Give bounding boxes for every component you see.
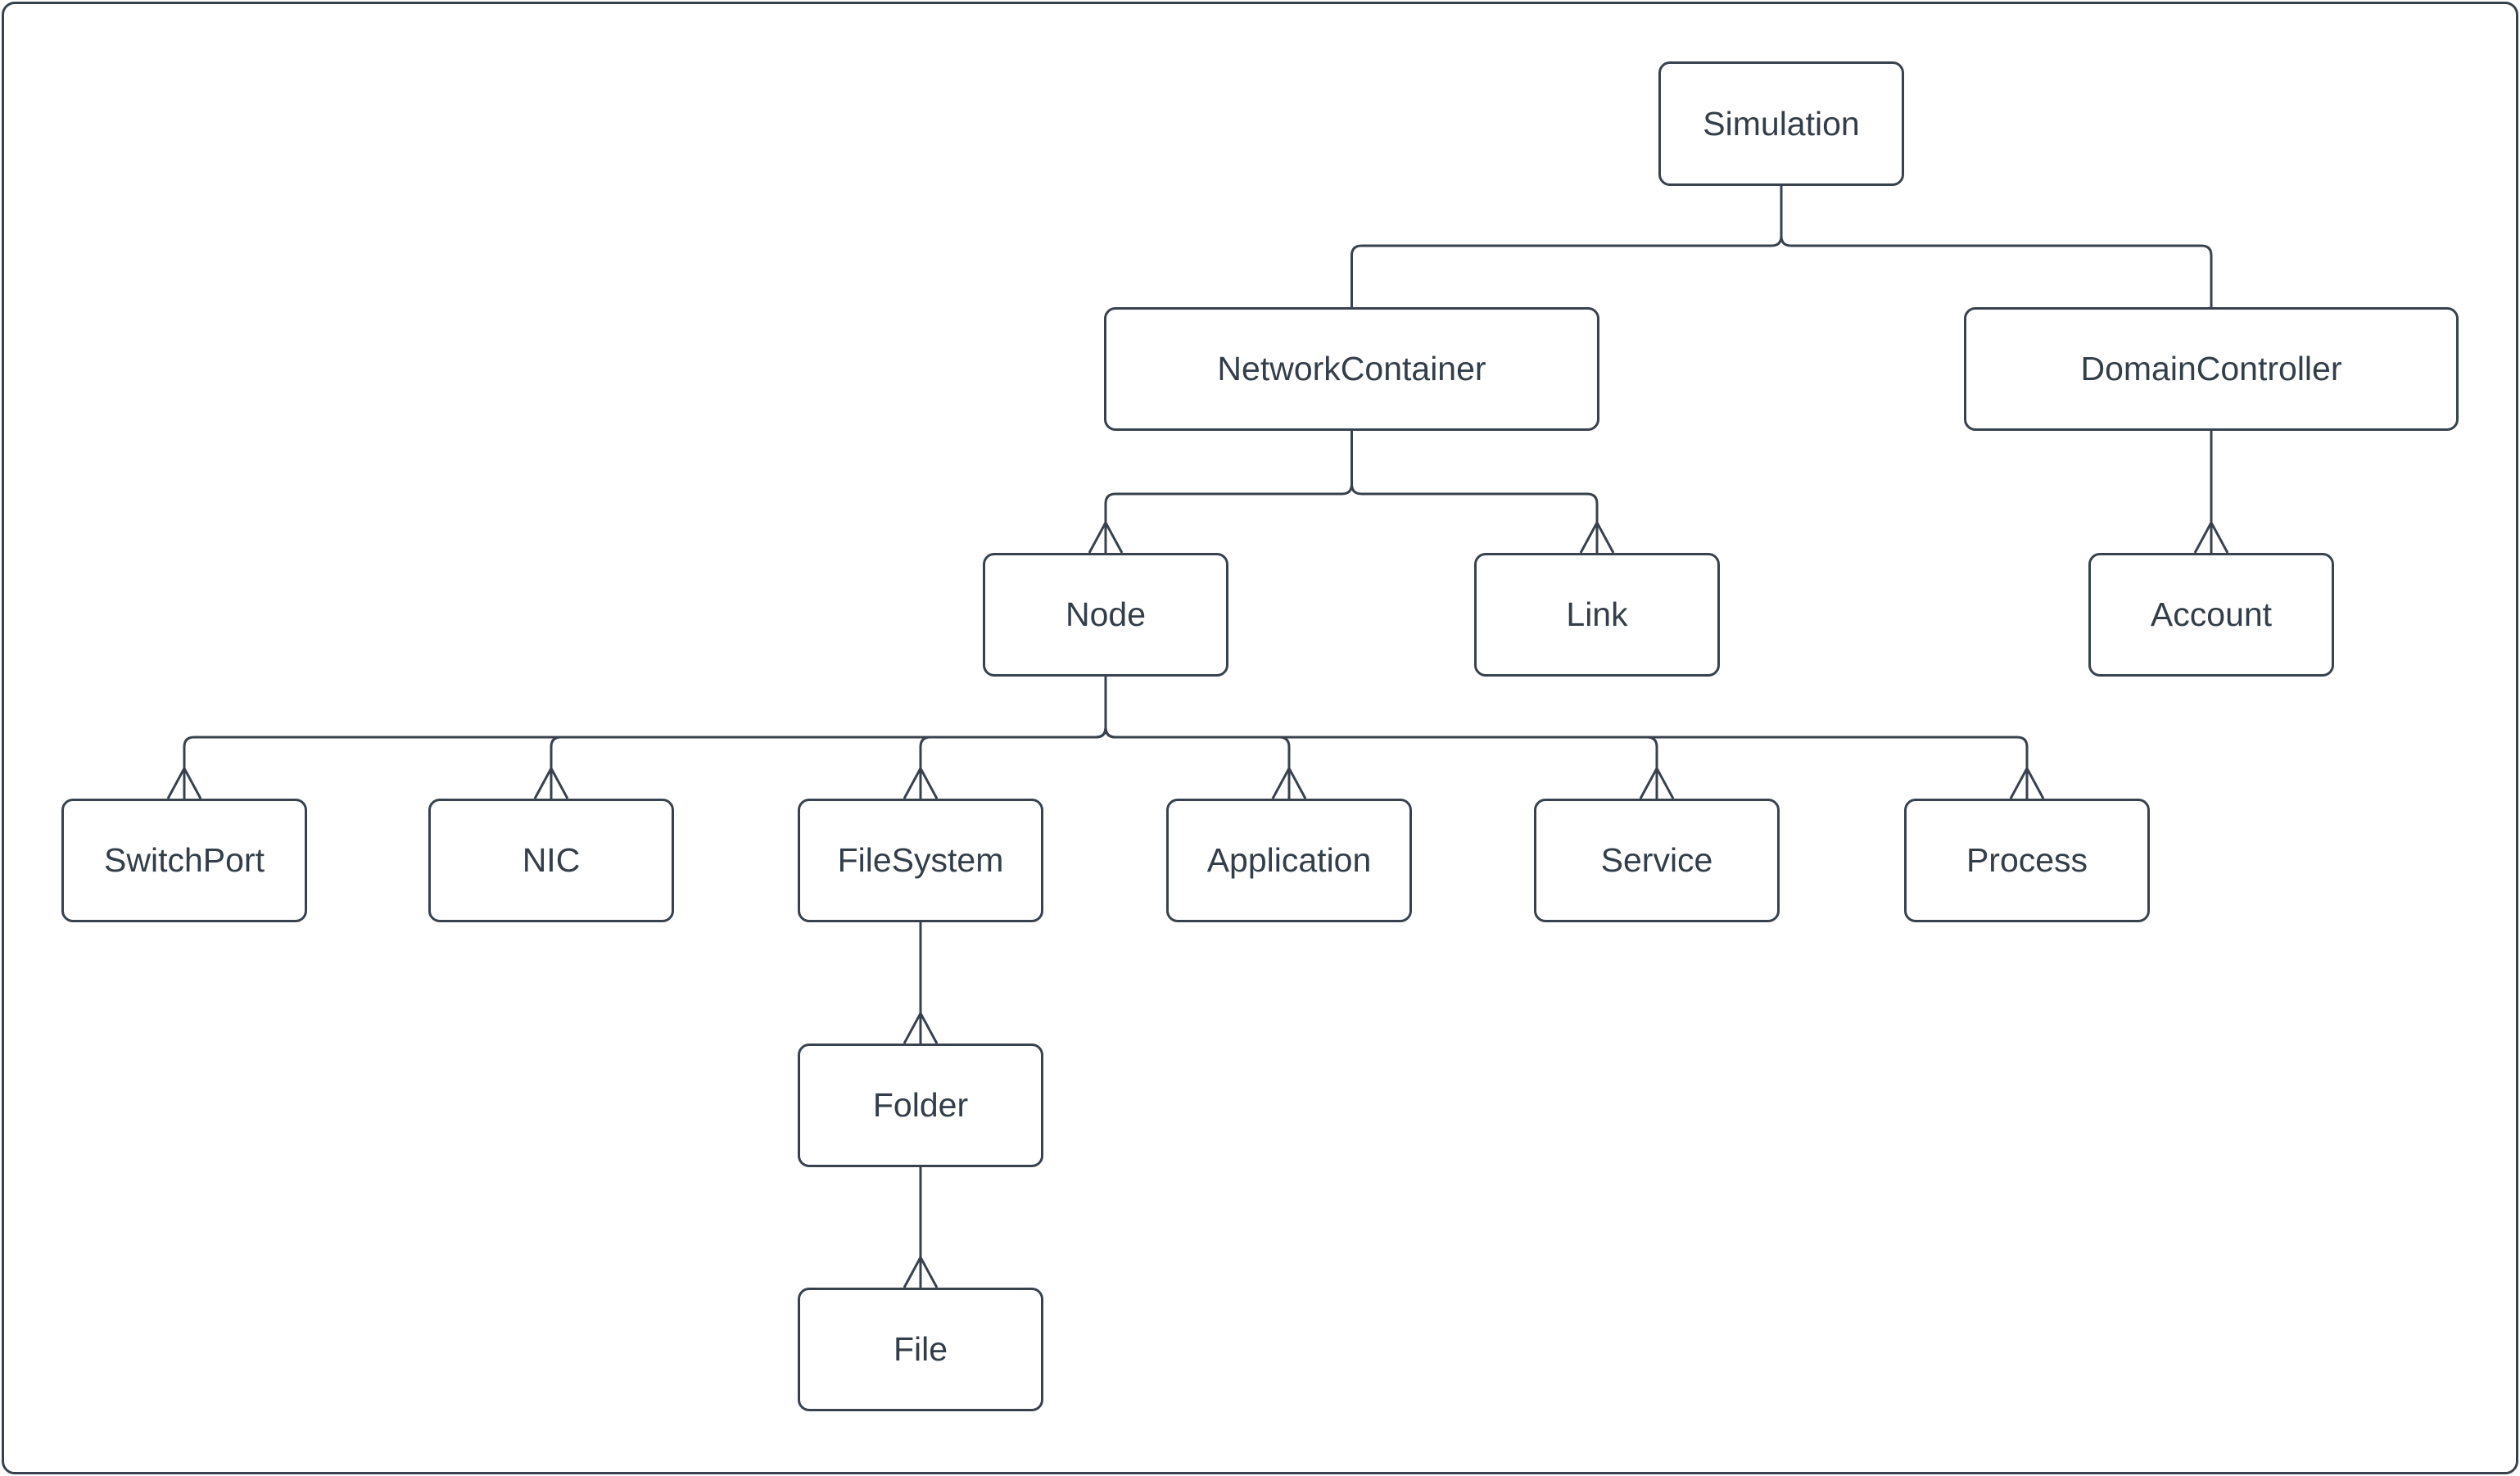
edge-network-container-link bbox=[1350, 431, 1615, 554]
node-label: NetworkContainer bbox=[1217, 350, 1486, 387]
node-file[interactable]: File bbox=[798, 1288, 1043, 1411]
node-label: Account bbox=[2150, 595, 2273, 633]
edge-simulation-domain-controller bbox=[1780, 186, 2213, 307]
node-nic[interactable]: NIC bbox=[428, 799, 674, 922]
open-arrowhead-icon bbox=[903, 1010, 939, 1044]
open-arrowhead-icon bbox=[2193, 519, 2229, 554]
node-file-system[interactable]: FileSystem bbox=[798, 799, 1043, 922]
node-account[interactable]: Account bbox=[2088, 553, 2334, 677]
node-service[interactable]: Service bbox=[1534, 799, 1780, 922]
open-arrowhead-icon bbox=[1579, 519, 1615, 554]
node-switch-port[interactable]: SwitchPort bbox=[61, 799, 307, 922]
connector-line bbox=[1780, 186, 2213, 307]
node-label: File bbox=[893, 1330, 948, 1368]
open-arrowhead-icon bbox=[533, 765, 569, 799]
node-label: Service bbox=[1600, 841, 1713, 879]
open-arrowhead-icon bbox=[2009, 765, 2045, 799]
open-arrowhead-icon bbox=[1271, 765, 1307, 799]
node-label: SwitchPort bbox=[104, 841, 265, 879]
open-arrowhead-icon bbox=[903, 765, 939, 799]
node-domain-controller[interactable]: DomainController bbox=[1964, 307, 2459, 431]
node-label: DomainController bbox=[2080, 350, 2342, 387]
node-label: Link bbox=[1566, 595, 1628, 633]
node-network-container[interactable]: NetworkContainer bbox=[1104, 307, 1599, 431]
node-label: NIC bbox=[522, 841, 581, 879]
node-process[interactable]: Process bbox=[1904, 799, 2150, 922]
connector-line bbox=[1104, 677, 2029, 799]
node-label: Folder bbox=[872, 1086, 969, 1124]
node-label: FileSystem bbox=[837, 841, 1004, 879]
node-label: Application bbox=[1206, 841, 1372, 879]
node-folder[interactable]: Folder bbox=[798, 1044, 1043, 1167]
open-arrowhead-icon bbox=[1639, 765, 1675, 799]
edge-file-system-folder bbox=[903, 922, 939, 1044]
open-arrowhead-icon bbox=[903, 1254, 939, 1288]
node-label: Simulation bbox=[1703, 104, 1860, 143]
edge-node-process bbox=[1104, 677, 2045, 799]
open-arrowhead-icon bbox=[166, 765, 202, 799]
node-label: Node bbox=[1065, 595, 1146, 633]
node-label: Process bbox=[1966, 841, 2088, 879]
open-arrowhead-icon bbox=[1088, 519, 1124, 554]
node-link[interactable]: Link bbox=[1474, 553, 1720, 677]
node-simulation[interactable]: Simulation bbox=[1658, 61, 1904, 186]
edge-domain-controller-account bbox=[2193, 431, 2229, 554]
edge-folder-file bbox=[903, 1167, 939, 1288]
node-application[interactable]: Application bbox=[1166, 799, 1412, 922]
node-node[interactable]: Node bbox=[983, 553, 1228, 677]
connector-line bbox=[1350, 431, 1599, 553]
